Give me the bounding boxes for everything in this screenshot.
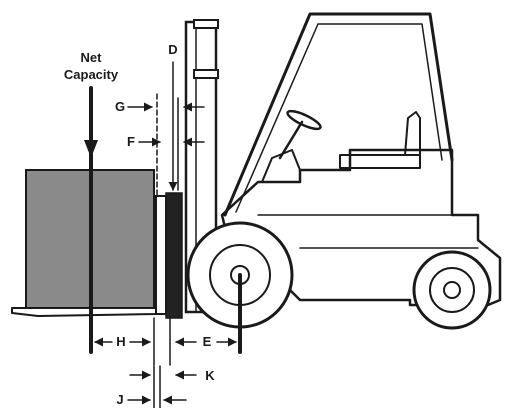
fork-shank: [155, 195, 167, 315]
overhead-guard-inner: [235, 23, 443, 213]
forklift: [220, 12, 502, 307]
steering-column: [278, 120, 304, 160]
dimension-j: J: [116, 365, 187, 408]
label-d: D: [168, 42, 177, 57]
dimension-h: H: [94, 317, 155, 366]
net-capacity-arrowhead: [84, 140, 98, 158]
net-capacity-label-line2: Capacity: [64, 67, 119, 82]
fork-blade: [11, 307, 157, 317]
label-f: F: [127, 134, 135, 149]
seat-back: [404, 111, 421, 156]
label-e: E: [203, 334, 212, 349]
rear-hub: [443, 281, 461, 299]
dimension-d: D: [168, 42, 178, 191]
mast-top-cap: [193, 19, 219, 29]
label-h: H: [116, 334, 125, 349]
steering-wheel: [286, 109, 322, 131]
dimension-f: F: [127, 97, 205, 191]
net-capacity-label-line1: Net: [81, 50, 103, 65]
net-capacity-indicator: Net Capacity: [64, 50, 119, 354]
overhead-guard: [223, 12, 454, 217]
seat: [339, 154, 421, 169]
carriage-plate: [165, 192, 183, 319]
rear-wheel: [412, 250, 492, 330]
label-j: J: [116, 392, 123, 407]
label-k: K: [205, 368, 215, 383]
dimension-k: K: [129, 368, 215, 383]
label-g: G: [115, 99, 125, 114]
carriage: [11, 192, 183, 319]
mast-crosshead: [193, 69, 219, 79]
dimension-e: E: [169, 317, 237, 366]
